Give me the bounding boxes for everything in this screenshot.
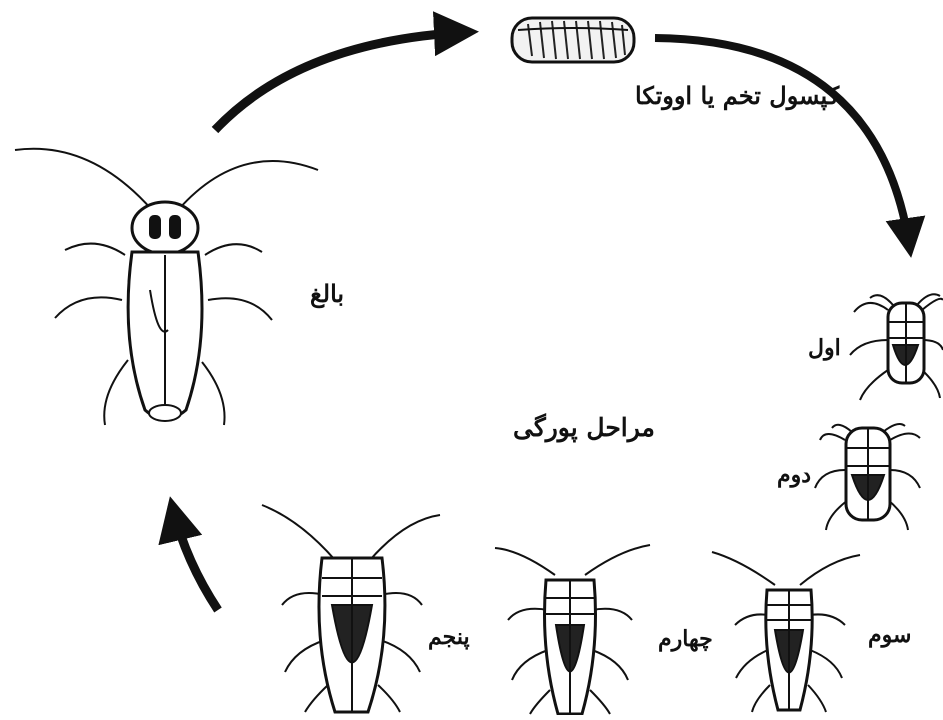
nymph-stages-label: مراحل پورگی: [513, 415, 655, 440]
egg-capsule-icon: [512, 18, 634, 62]
adult-cockroach-icon: [15, 149, 318, 425]
stage-2-label: دوم: [777, 464, 811, 486]
nymph-stage-1-icon: [850, 294, 943, 400]
nymph-stage-2-icon: [815, 424, 920, 530]
stage-1-label: اول: [808, 337, 841, 359]
arrow-adult-to-egg: [215, 32, 470, 130]
stage-4-label: چهارم: [658, 628, 713, 650]
nymph-stage-5-icon: [262, 505, 440, 712]
nymph-stage-4-icon: [495, 545, 650, 714]
egg-capsule-label: کپسول تخم یا اووتکا: [635, 84, 839, 108]
nymph-stage-3-icon: [712, 552, 860, 712]
stage-5-label: پنجم: [428, 626, 470, 648]
stage-3-label: سوم: [868, 624, 911, 646]
arrow-fifth-to-adult: [172, 505, 218, 610]
adult-label: بالغ: [310, 282, 344, 306]
arrow-egg-to-first: [655, 38, 910, 250]
